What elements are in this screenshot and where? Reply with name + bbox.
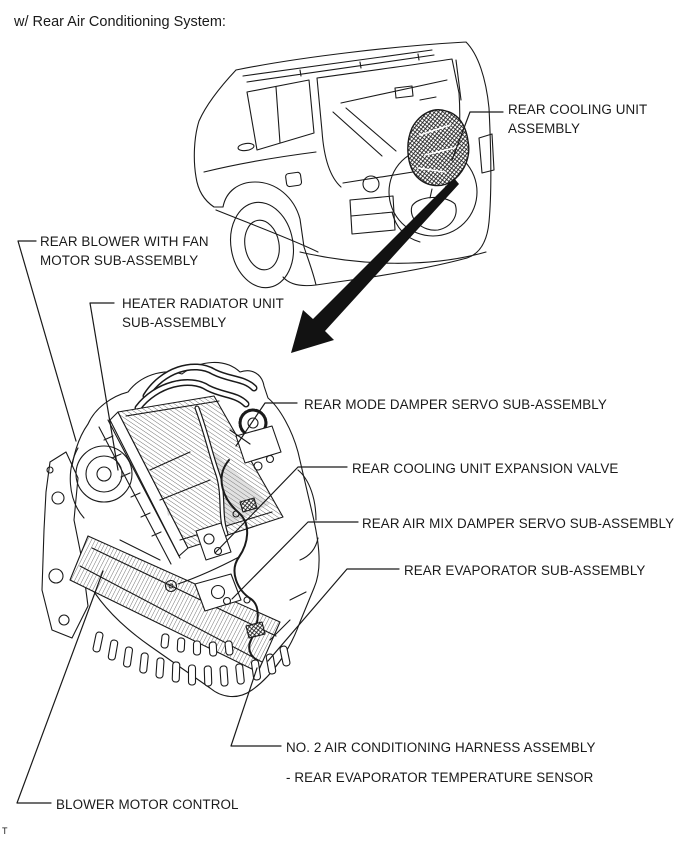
label-line: MOTOR SUB-ASSEMBLY [40,253,199,268]
page-title: w/ Rear Air Conditioning System: [14,14,226,30]
label-line: - REAR EVAPORATOR TEMPERATURE SENSOR [286,770,594,785]
vehicle-interior-cutaway [332,85,437,235]
heater-radiator-core [98,395,284,565]
air-mix-damper-servo [194,573,242,612]
leader-harness [230,667,282,747]
refrigerant-pipe [194,405,229,537]
vehicle-fuel-lid [285,171,303,188]
label-line: BLOWER MOTOR CONTROL [56,797,239,812]
bottom-ribbed-tank [92,631,291,687]
label-rear-blower-with-fan-motor: REAR BLOWER WITH FAN MOTOR SUB-ASSEMBLY [40,232,209,270]
expansion-valve [195,522,232,561]
leader-rear-blower [17,240,77,442]
leader-mode-damper-servo [235,402,298,447]
ac-unit-detail-lines [119,429,319,641]
mode-damper-servo [235,408,282,471]
leader-heater-radiator [89,302,119,471]
vehicle-rear-wheel [230,201,294,289]
direction-arrow [291,178,459,353]
cooling-unit-in-vehicle [407,109,470,201]
label-rear-evaporator: REAR EVAPORATOR SUB-ASSEMBLY [404,561,645,580]
vehicle-roof-rails [242,49,435,83]
label-line: ASSEMBLY [508,121,580,136]
ac-unit-illustration [41,361,320,698]
label-line: NO. 2 AIR CONDITIONING HARNESS ASSEMBLY [286,740,596,755]
leader-expansion-valve [214,466,348,554]
label-line: REAR COOLING UNIT EXPANSION VALVE [352,461,619,476]
label-rear-cooling-unit-assembly: REAR COOLING UNIT ASSEMBLY [508,100,647,138]
vehicle-body-outline [193,41,492,287]
label-rear-mode-damper-servo: REAR MODE DAMPER SERVO SUB-ASSEMBLY [304,395,607,414]
label-blower-motor-control: BLOWER MOTOR CONTROL [56,795,239,814]
label-line: REAR EVAPORATOR SUB-ASSEMBLY [404,563,646,578]
label-line: REAR BLOWER WITH FAN [40,234,209,249]
label-line: REAR AIR MIX DAMPER SERVO SUB-ASSEMBLY [362,516,675,531]
blower-motor [69,445,133,519]
leader-air-mix-damper-servo [231,521,359,600]
label-rear-cooling-unit-expansion-valve: REAR COOLING UNIT EXPANSION VALVE [352,459,618,478]
label-line: HEATER RADIATOR UNIT [122,296,284,311]
leader-rear-cooling-unit-assembly [451,111,504,161]
label-rear-air-mix-damper-servo: REAR AIR MIX DAMPER SERVO SUB-ASSEMBLY [362,514,674,533]
vehicle-door-handle [237,142,255,152]
label-line: SUB-ASSEMBLY [122,315,227,330]
leader-evaporator [267,568,400,662]
vehicle-interior-vent [362,175,380,193]
label-line: REAR COOLING UNIT [508,102,648,117]
label-rear-evaporator-temperature-sensor: - REAR EVAPORATOR TEMPERATURE SENSOR [286,768,593,787]
label-heater-radiator-unit: HEATER RADIATOR UNIT SUB-ASSEMBLY [122,294,284,332]
footer-mark: T [2,826,8,836]
leader-blower-motor-control [16,570,104,804]
label-line: REAR MODE DAMPER SERVO SUB-ASSEMBLY [304,397,607,412]
wiring-harness [164,459,266,661]
leader-lines [16,111,504,804]
heater-pipes [134,363,258,412]
vehicle-windows [246,58,461,189]
vehicle-taillight [478,133,495,174]
label-no2-air-conditioning-harness: NO. 2 AIR CONDITIONING HARNESS ASSEMBLY [286,738,595,757]
vehicle-illustration [193,41,495,289]
